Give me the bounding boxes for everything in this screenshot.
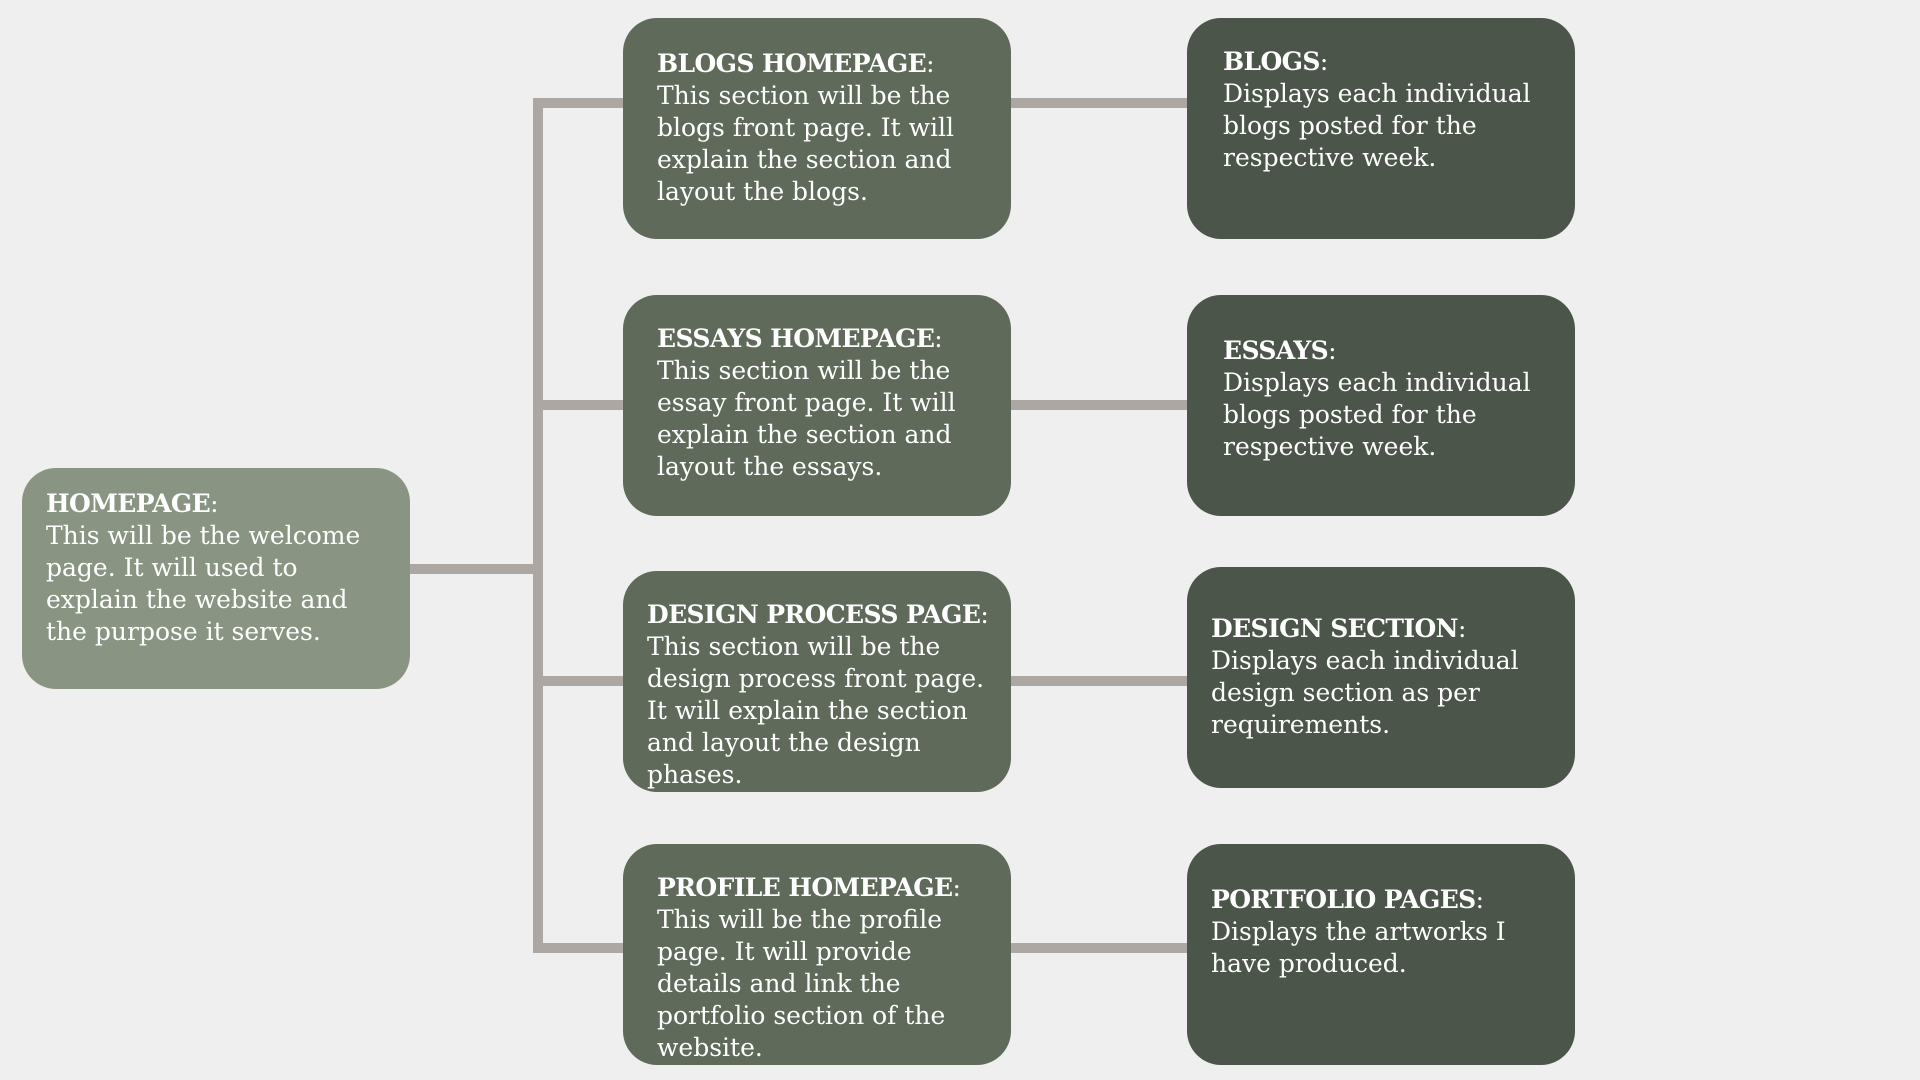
essays-node: ESSAYS: Displays each individual blogs p… xyxy=(1187,295,1575,516)
homepage-node: HOMEPAGE: This will be the welcome page.… xyxy=(22,468,410,689)
node-title: ESSAYS xyxy=(1223,336,1329,365)
node-title: DESIGN PROCESS PAGE xyxy=(647,600,981,629)
blogs-homepage-node: BLOGS HOMEPAGE: This section will be the… xyxy=(623,18,1011,239)
node-title-colon: : xyxy=(1457,614,1467,643)
design-section-node: DESIGN SECTION: Displays each individual… xyxy=(1187,567,1575,788)
node-title: HOMEPAGE xyxy=(46,489,211,518)
node-description: This section will be the design process … xyxy=(647,632,985,789)
node-description: Displays each individual design section … xyxy=(1211,646,1519,739)
node-title-colon: : xyxy=(926,49,935,78)
portfolio-pages-node: PORTFOLIO PAGES: Displays the artworks I… xyxy=(1187,844,1575,1065)
node-title: PROFILE HOMEPAGE xyxy=(657,873,953,902)
node-title-colon: : xyxy=(1319,47,1329,76)
node-title-colon: : xyxy=(980,600,989,629)
node-title-colon: : xyxy=(1328,336,1337,365)
node-title: PORTFOLIO PAGES xyxy=(1211,885,1476,914)
node-title-colon: : xyxy=(952,873,961,902)
node-title: ESSAYS HOMEPAGE xyxy=(657,324,935,353)
node-title-colon: : xyxy=(934,324,943,353)
node-description: This will be the profile page. It will p… xyxy=(657,905,946,1062)
node-description: Displays each individual blogs posted fo… xyxy=(1223,79,1531,172)
node-description: This will be the welcome page. It will u… xyxy=(46,521,361,646)
node-description: This section will be the essay front pag… xyxy=(657,356,956,481)
essays-homepage-node: ESSAYS HOMEPAGE: This section will be th… xyxy=(623,295,1011,516)
node-title: BLOGS xyxy=(1223,47,1320,76)
connector-group xyxy=(410,98,1187,953)
node-title-colon: : xyxy=(210,489,219,518)
node-description: This section will be the blogs front pag… xyxy=(657,81,955,206)
node-description: Displays the artworks I have produced. xyxy=(1211,917,1506,978)
node-description: Displays each individual blogs posted fo… xyxy=(1223,368,1531,461)
blogs-node: BLOGS: Displays each individual blogs po… xyxy=(1187,18,1575,239)
node-title-colon: : xyxy=(1475,885,1485,914)
node-title: BLOGS HOMEPAGE xyxy=(657,49,927,78)
node-title: DESIGN SECTION xyxy=(1211,614,1459,643)
profile-homepage-node: PROFILE HOMEPAGE: This will be the profi… xyxy=(623,844,1011,1065)
design-process-page-node: DESIGN PROCESS PAGE: This section will b… xyxy=(623,571,1011,792)
